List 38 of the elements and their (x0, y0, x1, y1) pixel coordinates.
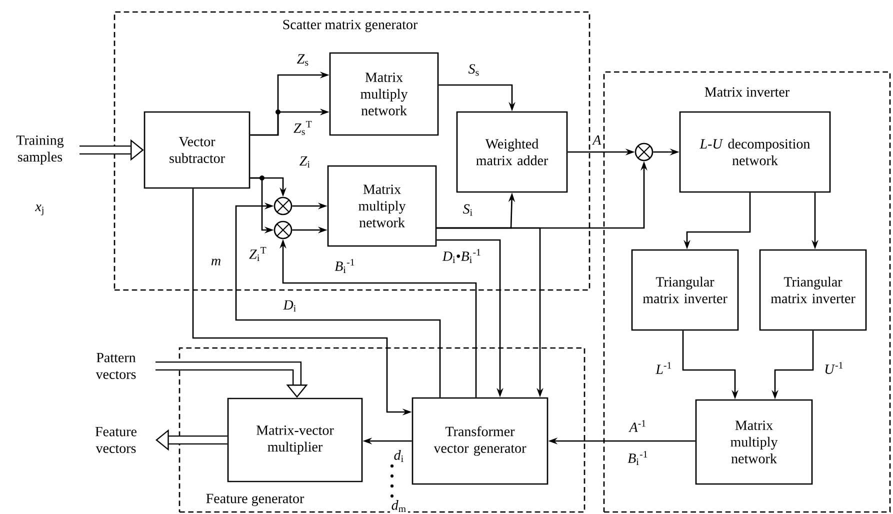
process-box: Matrix multiply network (327, 165, 437, 247)
edge-label: A (591, 134, 603, 146)
edge-label: m (210, 257, 222, 267)
input-label: Feature vectors (95, 427, 137, 453)
group-title: Scatter matrix generator (281, 18, 419, 34)
edge-label: Z$_{i}$ (298, 154, 312, 169)
edge-label: L$^{-1}$ (654, 360, 674, 376)
input-label: Pattern vectors (96, 353, 136, 379)
process-box: Weighted matrix adder (456, 111, 568, 193)
process-box: L-U decomposition network (679, 111, 831, 193)
process-box: Triangular matrix inverter (759, 249, 867, 331)
process-box: Transformer vector generator (412, 397, 548, 485)
signal-label: d$_{i}$ (392, 448, 406, 464)
edge-label: D$_{i}$•B$_{i}$-1 (441, 248, 483, 264)
edge-label: D$_{i}$ (282, 298, 298, 313)
process-box: Triangular matrix inverter (631, 249, 739, 331)
edge-label: S$_{i}$ (461, 202, 475, 218)
group-title: Feature generator (204, 492, 306, 508)
edge-label: Z$_{s}$ (295, 52, 311, 68)
process-box: Matrix-vector multiplier (227, 398, 363, 482)
edge-label: Z$_{i}$T (248, 246, 268, 262)
edge-label: B$_{i}$-1 (333, 258, 357, 274)
edge-label: A$^{-1}$ (628, 418, 648, 434)
input-label: Training samples (16, 136, 64, 164)
process-box: Matrix multiply network (329, 52, 439, 136)
signal-label: x$_{j}$ (35, 204, 44, 216)
group-title: Matrix inverter (703, 86, 791, 98)
arrow (235, 202, 441, 398)
signal-label: d$_{m}$ (390, 498, 408, 514)
edge-label: Z$_{s}$T (292, 120, 314, 136)
edge-label: U$^{-1}$ (822, 360, 846, 376)
edge-label: S$_{s}$ (466, 62, 482, 78)
signal-label: B$_{i}$-1 (626, 450, 650, 466)
multiplier-circle (274, 196, 292, 216)
multiplier-circle (274, 220, 292, 240)
process-box: Matrix multiply network (695, 399, 813, 485)
multiplier-circle (634, 142, 654, 162)
process-box: Vector subtractor (144, 111, 250, 189)
